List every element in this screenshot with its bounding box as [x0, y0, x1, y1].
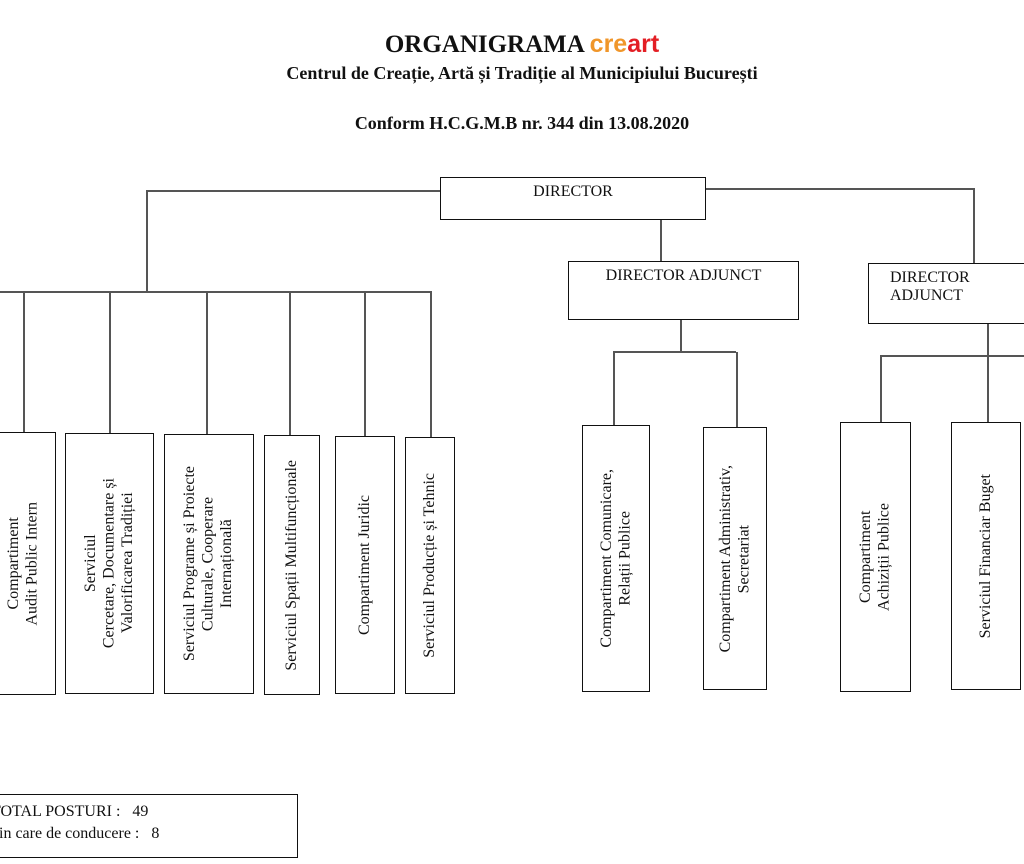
director-box[interactable]: DIRECTOR: [440, 177, 706, 220]
total-posts-label: TOTAL POSTURI :: [0, 803, 121, 820]
deputy-director-label: DIRECTOR ADJUNCT: [890, 269, 970, 304]
connector: [880, 355, 1024, 357]
connector: [0, 291, 430, 293]
unit-label: Compartiment Administrativ, Secretariat: [716, 464, 752, 653]
director-label: DIRECTOR: [533, 183, 613, 200]
unit-label: Serviciul Financiar Buget: [976, 473, 994, 639]
connector: [364, 293, 366, 436]
management-posts-label: din care de conducere :: [0, 825, 140, 842]
unit-audit-public-intern[interactable]: Compartiment Audit Public Intern: [0, 432, 56, 695]
management-posts-value: 8: [151, 825, 160, 842]
connector: [987, 323, 989, 422]
unit-label: Serviciul Programe și Proiecte Culturale…: [181, 466, 236, 662]
deputy-director-box-1[interactable]: DIRECTOR ADJUNCT: [568, 261, 799, 320]
unit-administrativ-secretariat[interactable]: Compartiment Administrativ, Secretariat: [703, 427, 767, 690]
institution-name: Centrul de Creație, Artă și Tradiție al …: [286, 63, 758, 83]
unit-financiar-buget[interactable]: Serviciul Financiar Buget: [951, 422, 1021, 690]
total-posts-row: TOTAL POSTURI : 49: [0, 801, 297, 823]
deputy-director-label: DIRECTOR ADJUNCT: [605, 267, 762, 284]
total-posts-value: 49: [132, 803, 149, 820]
connector: [880, 355, 882, 422]
unit-cercetare-documentare[interactable]: Serviciul Cercetare, Documentare și Valo…: [65, 433, 154, 694]
connector: [146, 190, 441, 192]
connector: [613, 351, 736, 353]
unit-productie-tehnic[interactable]: Serviciul Producție și Tehnic: [405, 437, 455, 694]
title-main: ORGANIGRAMA: [384, 31, 584, 58]
unit-label: Serviciul Producție și Tehnic: [420, 473, 438, 658]
totals-box: TOTAL POSTURI : 49 din care de conducere…: [0, 794, 298, 858]
management-posts-row: din care de conducere : 8: [0, 823, 297, 845]
connector: [23, 291, 25, 432]
unit-programe-proiecte[interactable]: Serviciul Programe și Proiecte Culturale…: [164, 434, 254, 694]
unit-spatii-multifunctionale[interactable]: Serviciul Spații Multifuncționale: [264, 435, 320, 695]
unit-achizitii-publice[interactable]: Compartiment Achiziții Publice: [840, 422, 911, 692]
unit-label: Serviciul Cercetare, Documentare și Valo…: [81, 478, 136, 649]
unit-label: Compartiment Juridic: [355, 495, 373, 635]
decree-reference: Conform H.C.G.M.B nr. 344 din 13.08.2020: [354, 113, 690, 133]
connector: [613, 351, 615, 426]
chart-title: ORGANIGRAMA creart: [0, 30, 1024, 59]
connector: [206, 291, 208, 435]
unit-juridic[interactable]: Compartiment Juridic: [335, 436, 395, 694]
unit-comunicare-relatii-publice[interactable]: Compartiment Comunicare, Relații Publice: [582, 425, 650, 692]
connector: [146, 190, 148, 292]
connector: [705, 188, 973, 190]
connector: [289, 291, 291, 436]
unit-label: Compartiment Comunicare, Relații Publice: [597, 469, 633, 648]
connector: [736, 352, 738, 428]
brand-logo-cre: cre: [589, 30, 628, 58]
connector: [660, 219, 662, 261]
connector: [973, 188, 975, 264]
connector: [680, 319, 682, 351]
unit-label: Compartiment Achiziții Publice: [857, 503, 893, 611]
connector: [109, 291, 111, 434]
unit-label: Compartiment Audit Public Intern: [4, 501, 40, 626]
brand-logo-art: art: [627, 30, 660, 58]
deputy-director-box-2[interactable]: DIRECTOR ADJUNCT: [868, 263, 1024, 324]
unit-label: Serviciul Spații Multifuncționale: [282, 459, 300, 671]
connector: [430, 291, 432, 437]
